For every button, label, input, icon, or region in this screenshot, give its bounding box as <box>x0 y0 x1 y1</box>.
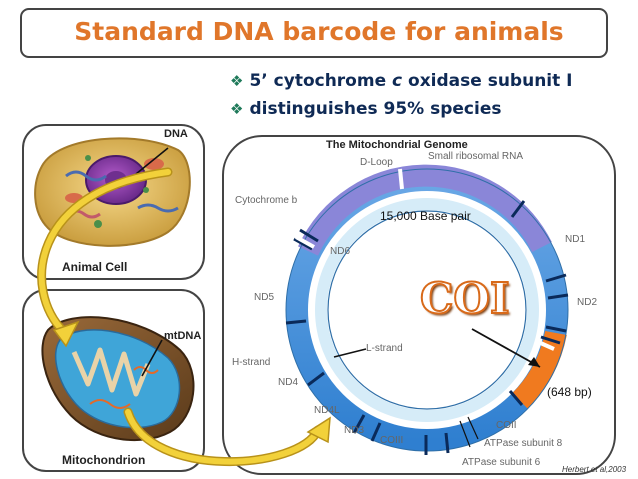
diamond-bullet-icon: ❖ <box>230 100 244 118</box>
lstrand-label: L-strand <box>366 343 403 354</box>
coi-size-label: (648 bp) <box>547 385 592 399</box>
mito-to-genome-arrow <box>125 409 321 465</box>
coii-label: COII <box>496 420 517 431</box>
nd4-label: ND4 <box>278 377 299 388</box>
nd5-label: ND5 <box>254 292 275 303</box>
coiii-label: COIII <box>380 435 404 446</box>
dloop-label: D-Loop <box>360 157 393 168</box>
mtdna-label: mtDNA <box>164 330 202 342</box>
atp8-label: ATPase subunit 8 <box>484 438 563 449</box>
page-title: Standard DNA barcode for animals <box>74 17 564 46</box>
nd3-label: ND3 <box>344 425 365 436</box>
bullet-text-part2: oxidase subunit I <box>408 71 573 91</box>
base-pair-label: 15,000 Base pair <box>380 209 471 223</box>
lstrand-pointer-line <box>333 348 367 358</box>
nd4l-label: ND4L <box>314 405 340 416</box>
inner-strand-ring <box>315 198 539 422</box>
mitochondrion-illustration <box>41 316 195 442</box>
bullet-text: distinguishes 95% species <box>249 99 502 119</box>
mitochondrial-genome-diagram <box>285 164 569 455</box>
title-box <box>20 8 608 58</box>
hstrand-label: H-strand <box>232 357 271 368</box>
ribosomal-label: Small ribosomal RNA <box>428 151 524 162</box>
genome-title: The Mitochondrial Genome <box>326 139 468 151</box>
coi-pointer-line <box>471 328 541 368</box>
animal-cell-illustration <box>34 137 191 247</box>
diamond-bullet-icon: ❖ <box>230 72 244 90</box>
ribosomal-region-arc <box>298 164 552 256</box>
nd2-label: ND2 <box>577 297 598 308</box>
dna-label: DNA <box>164 128 188 140</box>
coi-label: COI <box>419 273 511 324</box>
cell-to-mito-arrow <box>38 169 171 335</box>
bullet-species: ❖ distinguishes 95% species <box>230 99 502 119</box>
cytb-label: Cytochrome b <box>235 195 298 206</box>
mtdna-pointer-line <box>141 339 163 377</box>
animal-cell-caption: Animal Cell <box>62 260 128 274</box>
nd1-label: ND1 <box>565 234 586 245</box>
credit-label: Herbert et al,2003 <box>562 465 627 474</box>
bullet-text-part1: 5’ cytochrome <box>249 71 387 91</box>
nd6-label: ND6 <box>330 246 351 257</box>
atp6-label: ATPase subunit 6 <box>462 457 541 468</box>
dna-pointer-line <box>135 147 169 175</box>
mitochondrion-caption: Mitochondrion <box>62 453 146 467</box>
bullet-text-italic: c <box>392 71 403 91</box>
bullet-cox1: ❖ 5’ cytochrome c oxidase subunit I <box>230 71 573 91</box>
